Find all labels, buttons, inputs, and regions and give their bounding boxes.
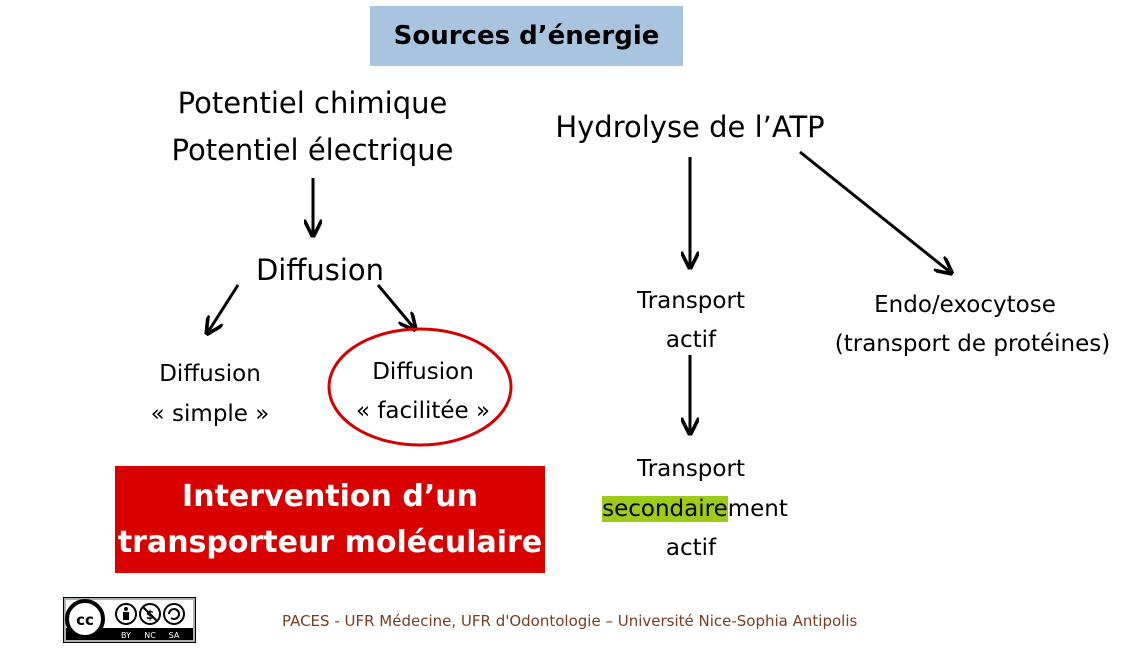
callout-text: Intervention d’un transporteur moléculai… <box>115 466 545 573</box>
node-secondary-transport-word: secondairement <box>585 490 805 529</box>
callout-line2: transporteur moléculaire <box>117 524 543 560</box>
node-secondary-transport-label: Transport <box>637 456 745 482</box>
arrow-diffusion-to-facilitated <box>376 284 414 328</box>
node-active-transport-qualifier: actif <box>665 327 717 353</box>
node-simple-diffusion-qualifier: « simple » <box>150 401 270 427</box>
footer-credit: PACES - UFR Médecine, UFR d'Odontologie … <box>282 612 858 630</box>
diagram-title: Sources d’énergie <box>393 21 660 51</box>
source-chemical-potential: Potentiel chimique <box>177 86 448 120</box>
callout-box <box>115 466 545 573</box>
arrow-atp-to-endocytosis <box>799 150 950 272</box>
node-facilitated-diffusion-label: Diffusion <box>372 359 474 385</box>
node-secondary-transport-qualifier: actif <box>665 535 717 561</box>
node-diffusion: Diffusion <box>255 253 385 287</box>
node-endo-exocytosis-label: Endo/exocytose <box>874 292 1056 318</box>
source-electric-potential: Potentiel électrique <box>171 133 454 167</box>
node-active-transport-label: Transport <box>637 288 745 314</box>
cc-label-sa: SA <box>169 631 180 640</box>
node-endo-exocytosis-note: (transport de protéines) <box>834 331 1111 357</box>
secondary-suffix: ment <box>727 496 788 522</box>
cc-license-badge[interactable]: cc $ BY NC SA <box>63 597 196 643</box>
cc-label-by: BY <box>121 631 131 640</box>
cc-label-nc: NC <box>144 631 156 640</box>
node-simple-diffusion-label: Diffusion <box>159 361 261 387</box>
svg-text:cc: cc <box>76 611 94 629</box>
facilitated-highlight-circle <box>327 327 513 447</box>
callout-line1: Intervention d’un <box>182 478 478 514</box>
title-banner <box>370 6 683 66</box>
arrow-diffusion-to-simple <box>208 284 240 332</box>
cc-by-nc-sa-icon: cc $ BY NC SA <box>63 597 196 643</box>
source-atp-hydrolysis: Hydrolyse de l’ATP <box>555 110 825 144</box>
secondary-highlight: secondaire <box>602 496 728 522</box>
node-facilitated-diffusion-qualifier: « facilitée » <box>355 398 491 424</box>
